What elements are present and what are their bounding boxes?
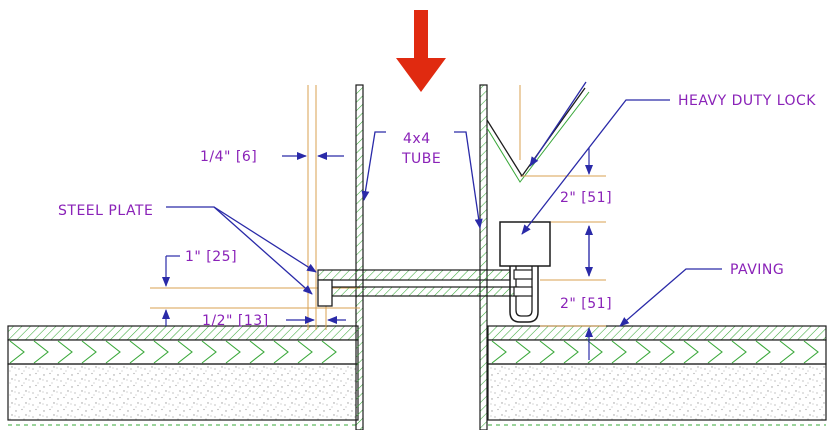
- label-paving: PAVING: [730, 262, 784, 278]
- label-dim-half-inch: 1/2" [13]: [202, 313, 269, 329]
- steel-plate-lower: [327, 286, 519, 297]
- tube-left-wall: [355, 84, 364, 430]
- leader-paving: [619, 268, 722, 327]
- leader-tube: [361, 131, 483, 229]
- lid-panel: [486, 87, 606, 183]
- paving-right-chevrons: [491, 340, 819, 364]
- paving-left-chevrons: [9, 340, 337, 364]
- label-steel-plate: STEEL PLATE: [58, 203, 153, 219]
- dim-one-inch-marks: [162, 255, 180, 326]
- label-tube-size: 4x4: [403, 131, 431, 147]
- paving-right: [487, 325, 827, 426]
- label-dim-lower-two-inch: 2" [51]: [560, 296, 612, 312]
- tube-right-wall: [479, 84, 488, 430]
- steel-plate-end-block: [317, 279, 333, 307]
- load-arrow-icon: [396, 10, 446, 92]
- leader-steel-plate: [166, 206, 317, 295]
- label-dim-upper-two-inch: 2" [51]: [560, 190, 612, 206]
- label-tube-word: TUBE: [401, 151, 441, 167]
- label-heavy-duty-lock: HEAVY DUTY LOCK: [678, 93, 816, 109]
- label-dim-quarter-inch: 1/4" [6]: [200, 149, 257, 165]
- leader-heavy-duty-lock: [521, 99, 670, 235]
- paving-left: [7, 325, 359, 426]
- leader-lid: [529, 81, 587, 167]
- label-dim-one-inch: 1" [25]: [185, 249, 237, 265]
- steel-plate-upper: [317, 269, 511, 281]
